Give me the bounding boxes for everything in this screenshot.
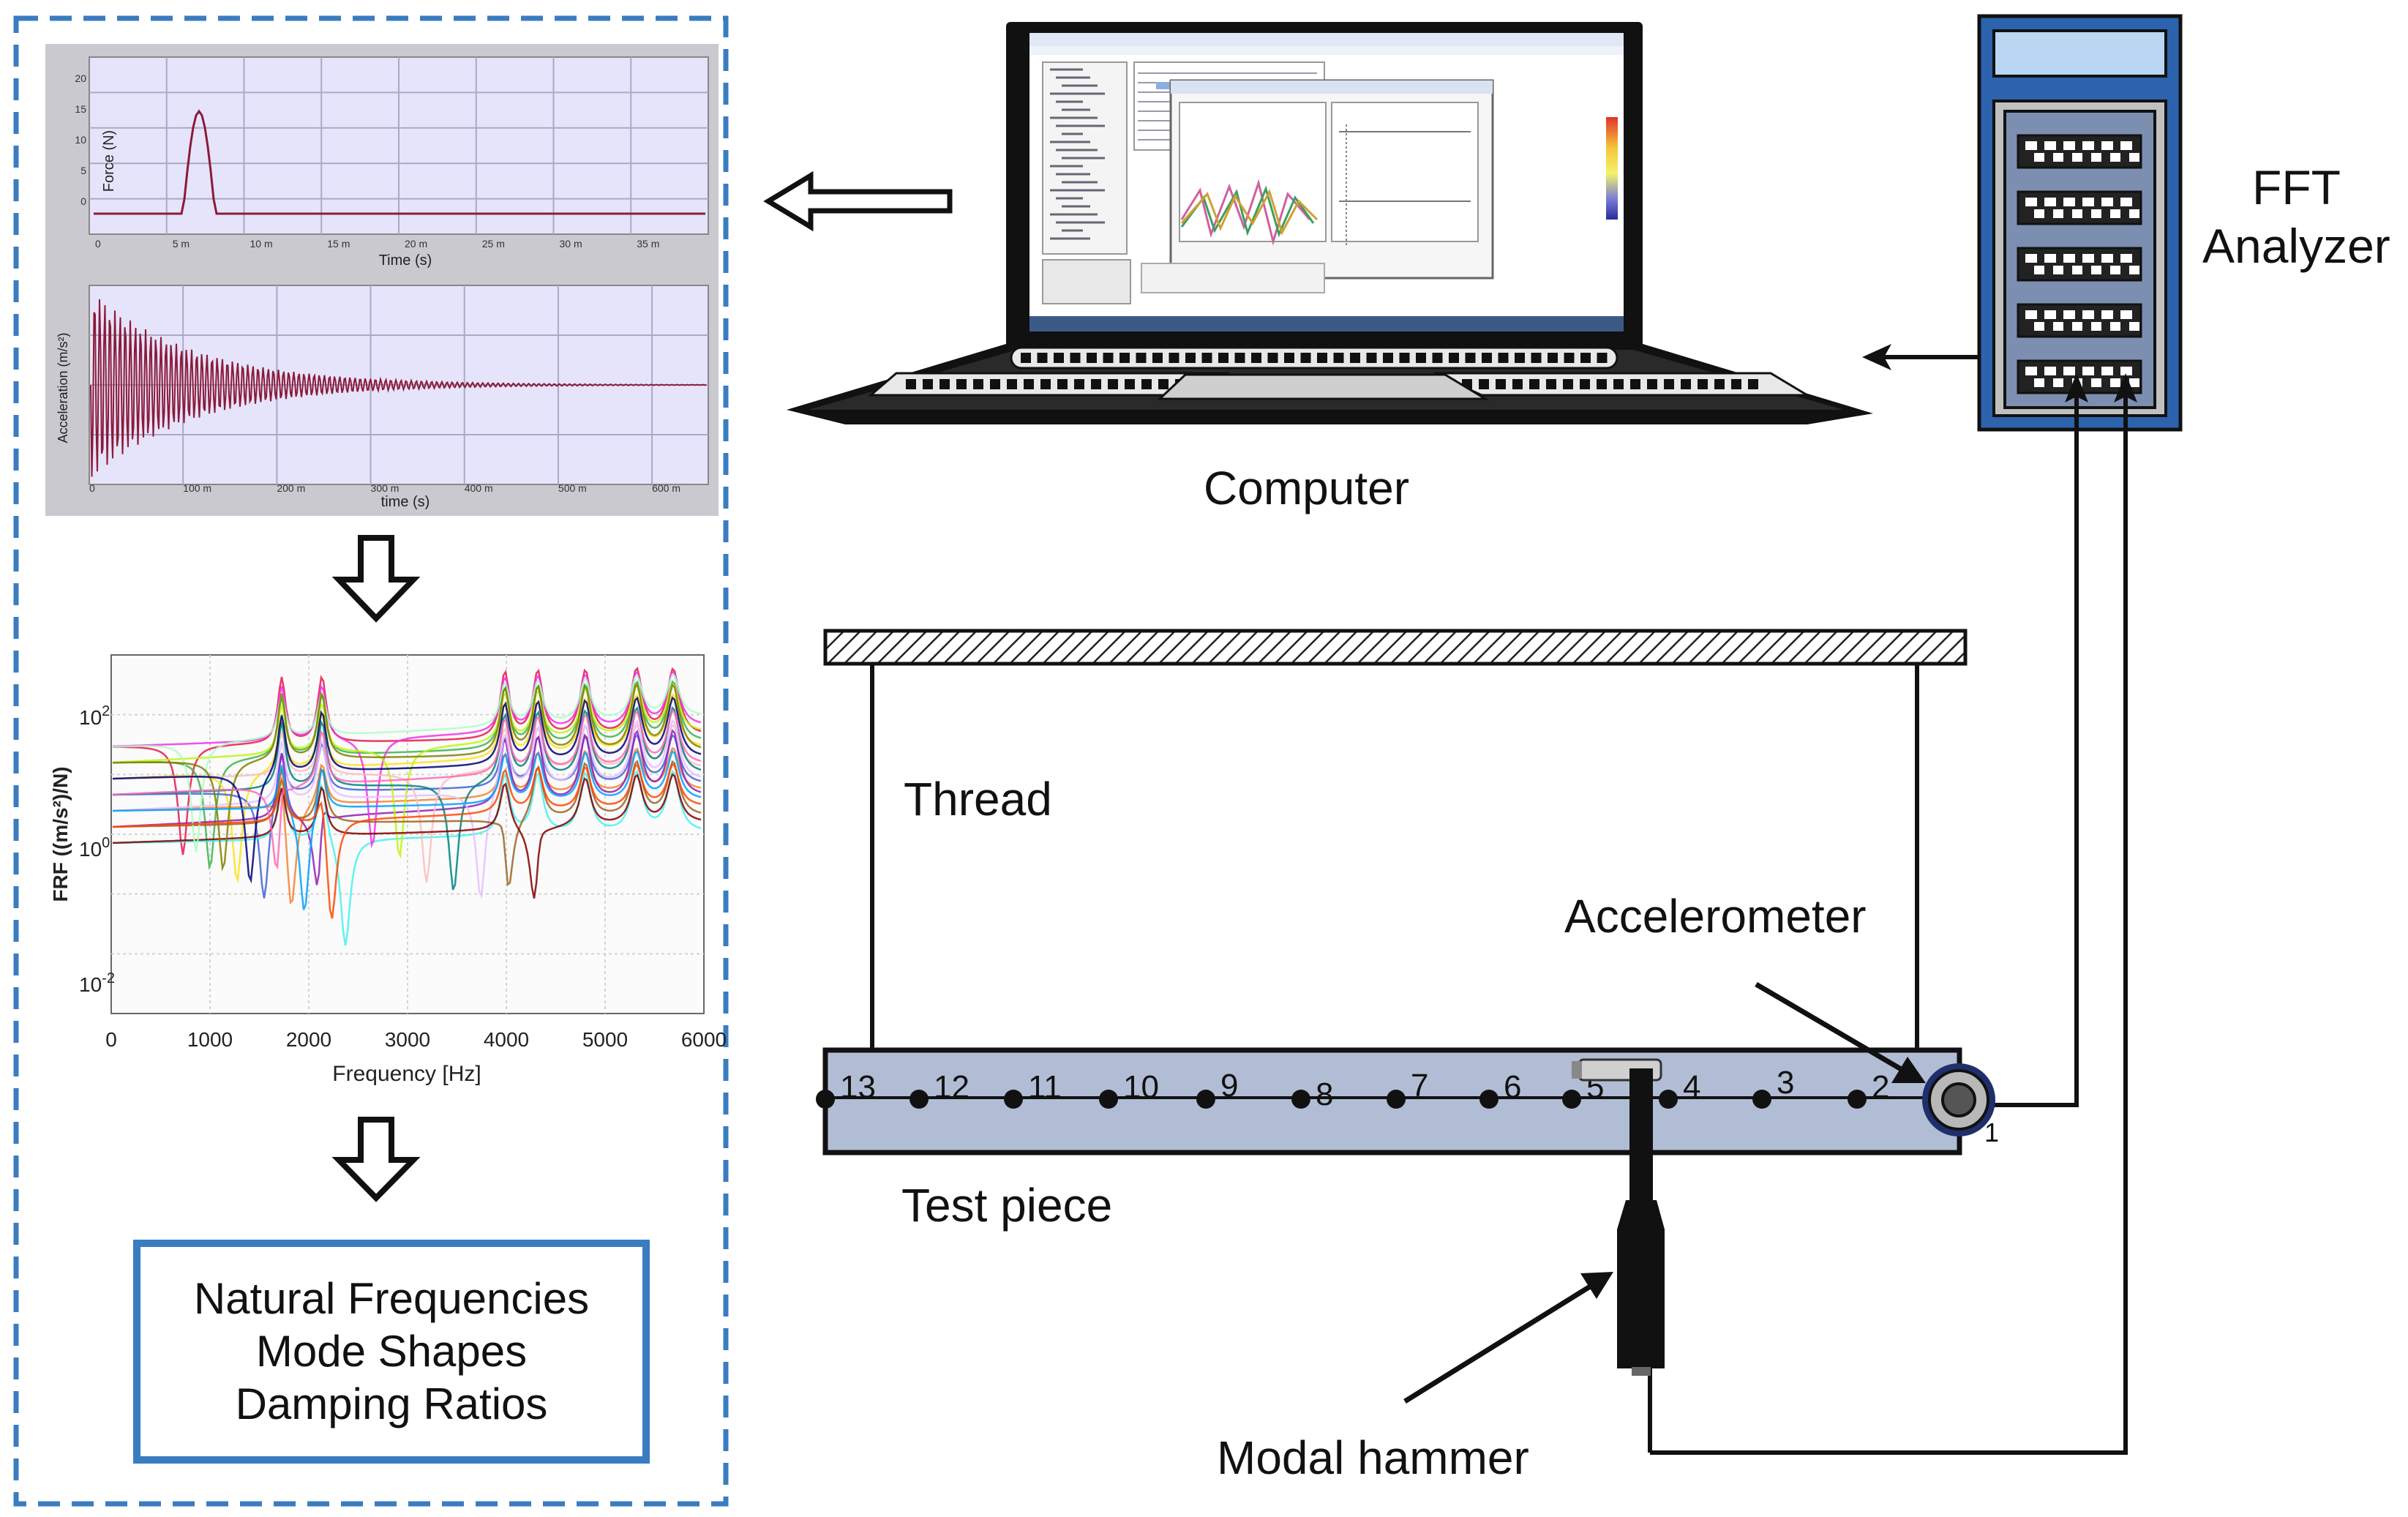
- frf-plot-ylabel: FRF ((m/s²)/N): [49, 766, 72, 902]
- measurement-point-label: 11: [1028, 1069, 1062, 1105]
- measurement-point-dot: [816, 1090, 835, 1109]
- accelerometer-sensor-icon: [1922, 1063, 1995, 1136]
- frf-xtick-label: 4000: [484, 1028, 529, 1051]
- frf-plot-xlabel: Frequency [Hz]: [332, 1062, 481, 1086]
- frf-plot: FRF ((m/s²)/N) Frequency [Hz] 102 100 10-2…: [49, 654, 727, 1086]
- results-box: Natural Frequencies Mode Shapes Damping …: [133, 1240, 650, 1464]
- frf-xtick-label: 5000: [582, 1028, 628, 1051]
- result-natural-frequencies: Natural Frequencies: [193, 1274, 590, 1323]
- processing-panel-border: [13, 15, 729, 1507]
- accel-xtick-label: 600 m: [652, 482, 680, 494]
- accel-xtick-label: 500 m: [558, 482, 587, 494]
- modal-hammer-label: Modal hammer: [1217, 1431, 1529, 1484]
- force-xtick-label: 15 m: [327, 238, 350, 250]
- force-xtick-label: 0: [95, 238, 101, 250]
- measurement-point-label: 1: [1984, 1117, 1999, 1147]
- force-xtick-label: 25 m: [482, 238, 505, 250]
- measurement-point-label: 8: [1316, 1076, 1333, 1112]
- force-ytick-label: 20: [75, 72, 86, 84]
- accelerometer-label: Accelerometer: [1564, 890, 1867, 943]
- test-piece-label: Test piece: [901, 1179, 1113, 1232]
- frf-ytick-label: 102: [79, 703, 110, 729]
- measurement-point-label: 9: [1220, 1068, 1238, 1104]
- measurement-point-dot: [1752, 1090, 1771, 1109]
- measurement-point-label: 7: [1411, 1068, 1428, 1104]
- measurement-point-label: 10: [1123, 1069, 1159, 1105]
- force-ytick-label: 0: [80, 195, 86, 207]
- force-ytick-label: 5: [80, 165, 86, 176]
- frf-xtick-label: 0: [105, 1028, 117, 1051]
- force-xtick-label: 5 m: [173, 238, 190, 250]
- fft-analyzer-device: [1977, 14, 2183, 432]
- accel-xtick-label: 0: [89, 482, 95, 494]
- force-xtick-label: 20 m: [405, 238, 427, 250]
- frf-xtick-label: 2000: [286, 1028, 331, 1051]
- modal-hammer-icon: [1572, 1058, 1665, 1376]
- force-ytick-label: 15: [75, 103, 86, 115]
- accel-xtick-label: 400 m: [465, 482, 493, 494]
- fft-analyzer-label-line1: FFT: [2252, 160, 2341, 214]
- force-ytick-label: 10: [75, 134, 86, 146]
- measurement-point-label: 2: [1872, 1069, 1889, 1105]
- fft-analyzer-label-line2: Analyzer: [2202, 219, 2390, 273]
- force-xtick-label: 10 m: [250, 238, 273, 250]
- acceleration-plot-xlabel: time (s): [381, 494, 430, 510]
- down-arrow-icon: [331, 1117, 421, 1202]
- computer-label: Computer: [1204, 462, 1409, 514]
- frf-xtick-label: 1000: [187, 1028, 233, 1051]
- frf-ytick-label: 100: [79, 835, 110, 861]
- measurement-point-dot: [1562, 1090, 1581, 1109]
- measurement-point-dot: [1196, 1090, 1215, 1109]
- frf-xtick-label: 6000: [681, 1028, 727, 1051]
- force-plot-xlabel: Time (s): [379, 252, 432, 269]
- hammer-pointer-arrow: [1403, 1272, 1613, 1404]
- measurement-point-dot: [1848, 1090, 1867, 1109]
- frf-xtick-label: 3000: [385, 1028, 430, 1051]
- result-damping-ratios: Damping Ratios: [235, 1379, 548, 1428]
- measurement-point-label: 4: [1683, 1069, 1700, 1105]
- result-mode-shapes: Mode Shapes: [255, 1327, 528, 1376]
- measurement-point-dot: [909, 1090, 929, 1109]
- down-arrow-icon: [331, 535, 421, 623]
- force-plot-ylabel: Force (N): [101, 130, 117, 192]
- measurement-point-dot: [1479, 1090, 1499, 1109]
- accel-xtick-label: 300 m: [371, 482, 400, 494]
- support-beam: [823, 629, 1968, 666]
- acceleration-plot-ylabel: Acceleration (m/s²): [56, 332, 70, 443]
- frf-ytick-label: 10-2: [79, 970, 115, 996]
- measurement-point-dot: [1291, 1090, 1310, 1109]
- accel-xtick-label: 100 m: [183, 482, 211, 494]
- force-xtick-label: 30 m: [560, 238, 582, 250]
- acceleration-plot: Acceleration (m/s²) time (s) 0 100 m 200 m…: [56, 285, 709, 510]
- signal-cables: [1648, 344, 2137, 1455]
- measurement-point-label: 13: [840, 1069, 876, 1105]
- accelerometer-pointer-arrow: [1755, 981, 1926, 1083]
- measurement-point-label: 3: [1777, 1065, 1794, 1101]
- measurement-point-dot: [1387, 1090, 1406, 1109]
- left-arrow-icon: [763, 171, 953, 232]
- measurement-point-dot: [1659, 1090, 1678, 1109]
- force-xtick-label: 35 m: [637, 238, 659, 250]
- accel-xtick-label: 200 m: [277, 482, 305, 494]
- laptop-computer: [787, 22, 1873, 424]
- thread-label: Thread: [904, 773, 1052, 825]
- measurement-point-label: 6: [1504, 1069, 1521, 1105]
- measurement-point-dot: [1004, 1090, 1023, 1109]
- measurement-point-dot: [1099, 1090, 1118, 1109]
- measurement-point-label: 12: [934, 1069, 969, 1105]
